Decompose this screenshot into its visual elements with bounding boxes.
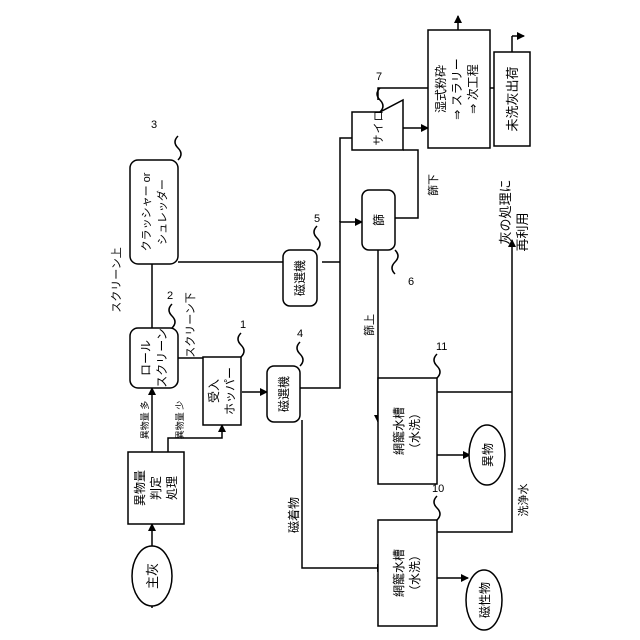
label-screen-over: スクリーン上 (110, 247, 123, 312)
tank-a-line-1: 網籠水槽 (391, 407, 406, 455)
roll-line-2: スクリーン (155, 328, 169, 387)
wet-line-3: ⇒ 次工程 (465, 64, 480, 113)
node-mag-sep-b-label: 磁選機 (292, 260, 307, 296)
node-unwashed-label: 未洗灰出荷 (505, 66, 520, 131)
cyclone-char-1: サ (372, 135, 385, 146)
tank-b-line-1: 網籠水槽 (391, 549, 406, 597)
hopper-line-1: 受入 (207, 379, 221, 403)
wet-line-2: ⇒ スラリー (450, 58, 464, 119)
label-sieve-over: 篩上 (362, 314, 376, 336)
node-sieve-label: 篩 (371, 214, 386, 226)
label-sieve-under: 篩下 (426, 174, 440, 196)
label-screen-under: スクリーン下 (184, 292, 197, 357)
cyclone-char-3: ロ (373, 111, 385, 122)
node-magnetic-label: 磁性物 (477, 582, 492, 618)
judge-line-3: 処理 (165, 476, 179, 500)
judge-line-2: 判定 (148, 476, 163, 500)
roll-line-1: ロール (139, 340, 153, 376)
ref-7: 7 (376, 71, 382, 83)
wet-line-1: 湿式粉砕 (433, 65, 448, 113)
ref-4: 4 (297, 328, 303, 340)
node-foreign-label: 異物 (481, 443, 495, 467)
label-wash-water: 洗浄水 (516, 484, 530, 517)
tank-a-line-2: （水洗） (408, 407, 422, 455)
label-reuse-line-1: 灰の処理に (498, 179, 513, 244)
node-cyclone-label: サ イ ロ (372, 111, 385, 146)
node-main-ash-label: 主灰 (145, 563, 160, 589)
label-foreign-few: 異物量 少 (174, 401, 185, 440)
node-mag-sep-a-label: 磁選機 (276, 376, 291, 412)
ref-11: 11 (436, 341, 447, 353)
ref-3: 3 (151, 119, 157, 131)
tank-b-line-2: （水洗） (408, 549, 422, 597)
judge-line-1: 異物量 (133, 470, 147, 506)
ref-10: 10 (432, 483, 444, 495)
hopper-line-2: ホッパー (223, 367, 237, 415)
ref-2: 2 (167, 290, 173, 302)
crusher-line-1: クラッシャー or (140, 172, 153, 251)
ref-5: 5 (314, 213, 320, 225)
cyclone-char-2: イ (373, 123, 385, 134)
node-wet-grind-label: 湿式粉砕 ⇒ スラリー ⇒ 次工程 (433, 58, 480, 119)
label-reuse-line-2: 再利用 (515, 212, 530, 251)
label-magnetic-stuff: 磁着物 (286, 497, 301, 533)
node-roll-screen (130, 328, 178, 388)
crusher-line-2: シュレッダー (155, 179, 169, 245)
ref-6: 6 (408, 276, 414, 288)
ref-1: 1 (240, 319, 246, 331)
node-crusher (130, 160, 178, 264)
label-foreign-many: 異物量 多 (139, 401, 150, 440)
